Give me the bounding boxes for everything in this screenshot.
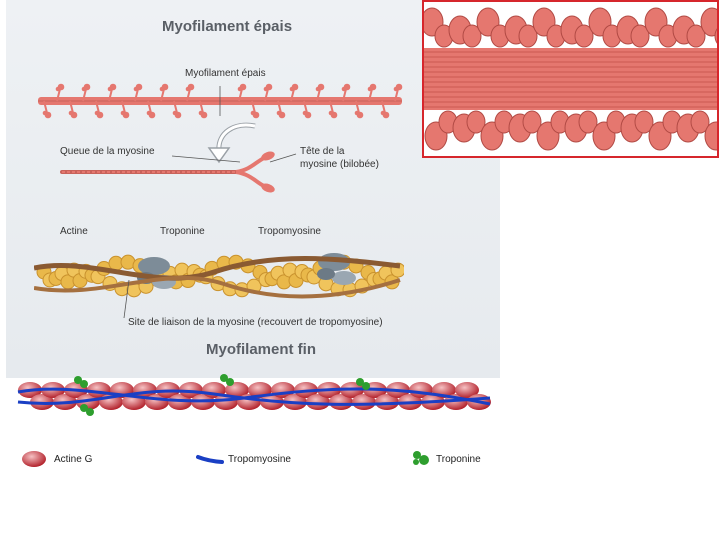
tropomyosin-label: Tropomyosine <box>258 226 321 237</box>
tropomyosin-legend-icon <box>196 455 224 464</box>
actin-label: Actine <box>60 226 88 237</box>
binding-site-label: Site de liaison de la myosine (recouvert… <box>128 317 383 328</box>
thick-filament-zoom <box>422 0 719 158</box>
tropomyosin-legend-label: Tropomyosine <box>228 454 291 465</box>
troponin-label: Troponine <box>160 226 205 237</box>
thick-filament-label: Myofilament épais <box>185 68 266 79</box>
thin-filament-schematic <box>17 374 491 416</box>
thick-filament-drawing <box>38 83 403 119</box>
myosin-tail-label: Queue de la myosine <box>60 146 155 157</box>
myosin-head-label-1: Tête de la <box>300 146 345 157</box>
illustration-panel <box>6 0 500 378</box>
actin-g-legend-label: Actine G <box>54 454 93 465</box>
actin-g-legend-icon <box>22 451 46 467</box>
troponin-legend-label: Troponine <box>436 454 481 465</box>
curved-arrow-icon <box>207 122 256 164</box>
thick-filament-title: Myofilament épais <box>162 18 293 35</box>
troponin-legend-icon <box>413 451 429 465</box>
myosin-molecule-drawing <box>60 151 297 193</box>
myosin-head-label-2: myosine (bilobée) <box>300 159 379 170</box>
thin-filament-title: Myofilament fin <box>206 341 317 358</box>
thin-filament-drawing <box>34 253 404 319</box>
